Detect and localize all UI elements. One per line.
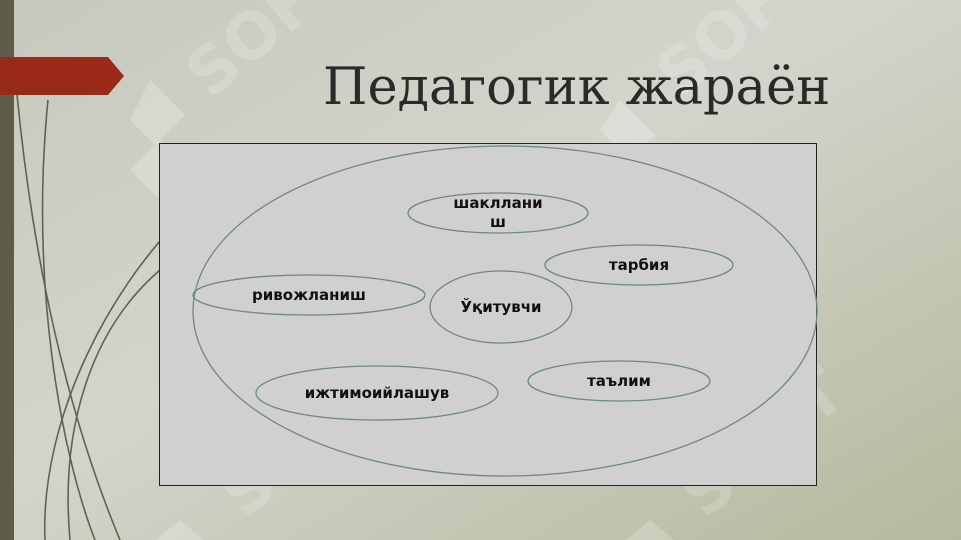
slide-title: Педагогик жараён <box>323 58 831 117</box>
node-education: таълим <box>587 371 651 390</box>
node-socialization: ижтимоийлашув <box>304 383 450 402</box>
node-center-teacher: Ўқитувчи <box>460 297 542 316</box>
upbringing-ellipse <box>544 244 734 286</box>
node-development: ривожланиш <box>252 285 366 304</box>
formation-ellipse <box>407 192 589 234</box>
education-ellipse <box>527 360 711 402</box>
diagram-shapes <box>192 145 818 477</box>
outer-ellipse <box>192 145 818 477</box>
node-upbringing: тарбия <box>608 255 670 274</box>
development-ellipse <box>192 274 426 316</box>
node-formation: шаклланиш <box>453 194 543 231</box>
socialization-ellipse <box>255 365 499 421</box>
process-diagram: шаклланиш тарбия ривожланиш Ўқитувчи ижт… <box>159 143 818 486</box>
center-ellipse <box>429 270 573 344</box>
